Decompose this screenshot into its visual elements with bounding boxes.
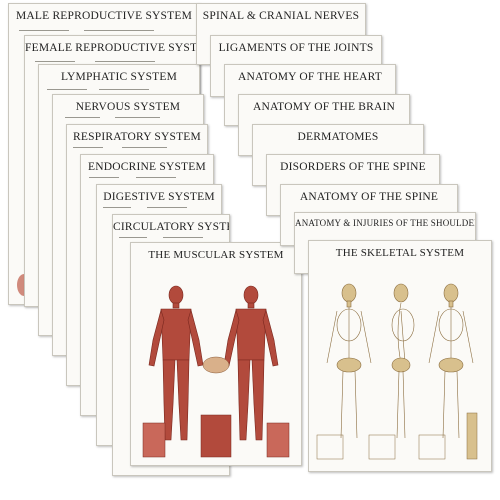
pelvis-detail bbox=[202, 356, 230, 374]
skeleton-anterior bbox=[326, 283, 372, 439]
poster-title: MALE REPRODUCTIVE SYSTEM bbox=[15, 10, 193, 22]
poster-muscular[interactable]: THE MUSCULAR SYSTEM bbox=[130, 242, 302, 466]
poster-title: ANATOMY OF THE BRAIN bbox=[252, 101, 396, 113]
hand-detail-left bbox=[142, 422, 166, 458]
poster-title: ANATOMY OF THE HEART bbox=[238, 71, 382, 83]
poster-title: DIGESTIVE SYSTEM bbox=[103, 191, 215, 203]
poster-title: CIRCULATORY SYSTEM bbox=[113, 221, 229, 233]
poster-title: DERMATOMES bbox=[297, 131, 379, 143]
muscular-illustration bbox=[142, 285, 290, 458]
torso-section-detail bbox=[200, 414, 232, 458]
poster-title: THE MUSCULAR SYSTEM bbox=[148, 249, 284, 261]
skull-detail bbox=[418, 434, 446, 460]
poster-title: SPINAL & CRANIAL NERVES bbox=[202, 10, 360, 22]
hand-bone-detail bbox=[316, 434, 344, 460]
poster-title: RESPIRATORY SYSTEM bbox=[73, 131, 201, 143]
skeletal-illustration bbox=[316, 283, 478, 460]
poster-title: THE SKELETAL SYSTEM bbox=[335, 247, 465, 259]
poster-title: NERVOUS SYSTEM bbox=[75, 101, 181, 113]
hand-detail-right bbox=[266, 422, 290, 458]
skeleton-posterior bbox=[428, 283, 474, 439]
poster-title: DISORDERS OF THE SPINE bbox=[280, 161, 426, 173]
poster-title: ANATOMY & INJURIES OF THE SHOULDER bbox=[295, 218, 476, 228]
femur-detail bbox=[466, 412, 478, 460]
poster-title: LYMPHATIC SYSTEM bbox=[60, 71, 178, 83]
poster-title: LIGAMENTS OF THE JOINTS bbox=[218, 42, 374, 54]
poster-title: ANATOMY OF THE SPINE bbox=[299, 191, 439, 203]
foot-bone-detail bbox=[368, 434, 396, 460]
muscle-figure-posterior bbox=[223, 285, 279, 441]
muscle-figure-anterior bbox=[148, 285, 204, 441]
poster-skeletal[interactable]: THE SKELETAL SYSTEM bbox=[308, 240, 492, 472]
skeleton-lateral bbox=[391, 283, 415, 439]
poster-title: ENDOCRINE SYSTEM bbox=[88, 161, 206, 173]
poster-title: FEMALE REPRODUCTIVE SYSTEM bbox=[25, 42, 198, 54]
